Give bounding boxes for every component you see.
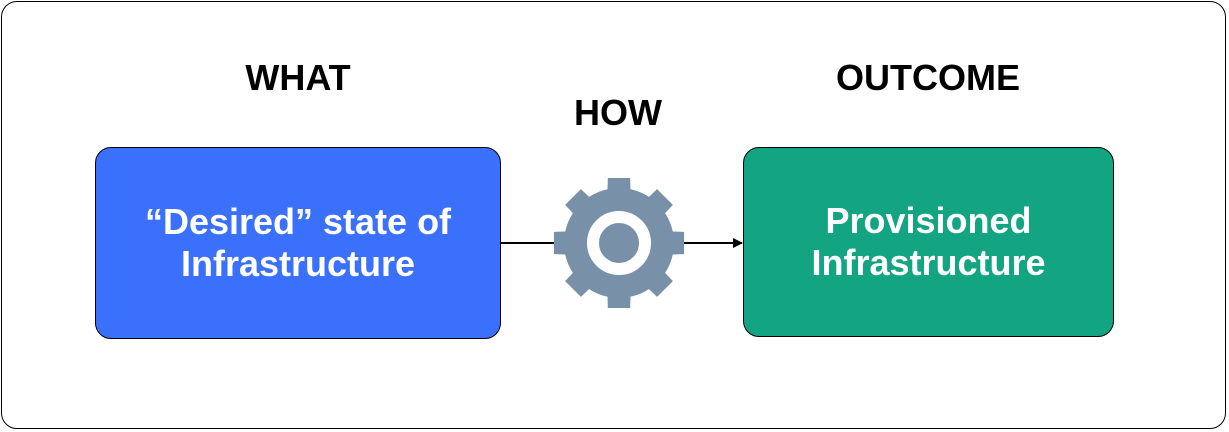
what-heading: WHAT (245, 57, 351, 98)
provisioned-label-line-2: Infrastructure (811, 242, 1046, 283)
provisioned-label-line-1: Provisioned (825, 200, 1032, 241)
desired-state-label-line-1: “Desired” state of (144, 201, 452, 242)
desired-state-label-line-2: Infrastructure (180, 243, 416, 284)
desired-state-label: “Desired” state of Infrastructure (96, 201, 500, 285)
provisioned-infrastructure-box: Provisioned Infrastructure (743, 147, 1114, 337)
provisioned-infrastructure-label: Provisioned Infrastructure (744, 200, 1113, 284)
outcome-heading: OUTCOME (836, 57, 1020, 98)
how-heading: HOW (574, 92, 662, 133)
desired-state-box: “Desired” state of Infrastructure (95, 147, 501, 339)
